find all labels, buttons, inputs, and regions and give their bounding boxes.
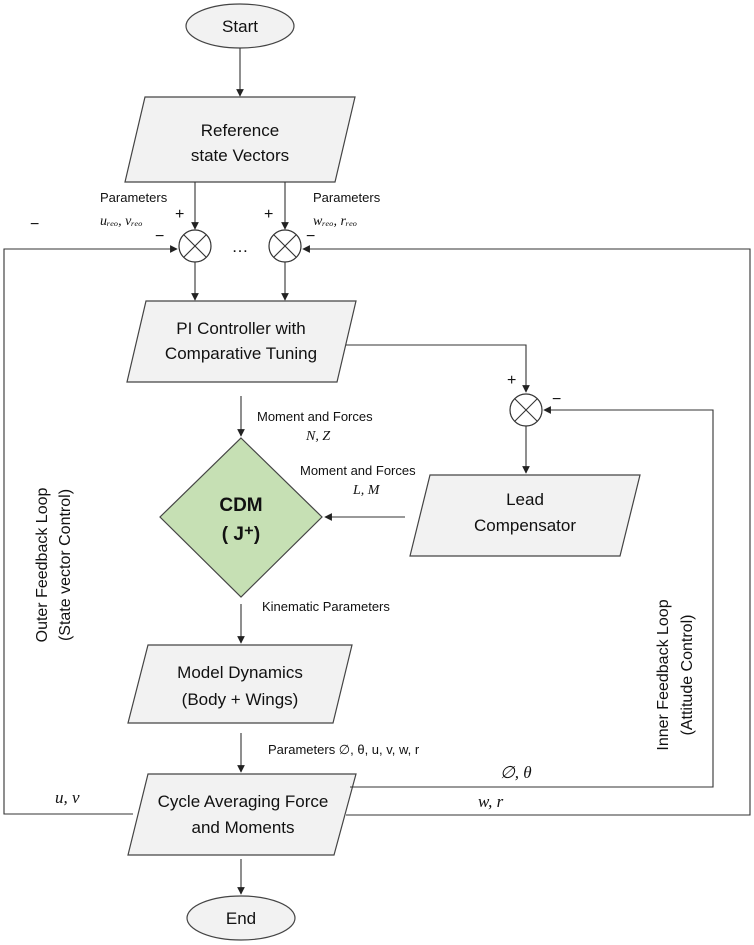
inner-loop-label-line2: (Attitude Control)	[679, 615, 696, 736]
junction-ellipsis: …	[232, 237, 249, 256]
model-label-line2: (Body + Wings)	[182, 690, 299, 709]
arrow-pi-to-inner-junction	[346, 344, 530, 393]
moment-forces-lm-vars: L, M	[352, 483, 381, 498]
right-feedback-loop-line	[302, 245, 751, 816]
cycle-averaging-node: Cycle Averaging Force and Moments	[127, 773, 357, 856]
inner-loop-label-line1: Inner Feedback Loop	[655, 599, 672, 750]
pi-controller-node: PI Controller with Comparative Tuning	[126, 300, 357, 383]
start-label: Start	[222, 17, 258, 36]
kinematic-parameters-label: Kinematic Parameters	[262, 599, 390, 614]
model-dynamics-node: Model Dynamics (Body + Wings)	[127, 644, 353, 724]
cdm-node: CDM ( J⁺)	[159, 437, 323, 598]
reference-state-vectors-node: Reference state Vectors	[124, 96, 356, 183]
params-left-label: Parameters	[100, 190, 168, 205]
moment-forces-nz-vars: N, Z	[305, 429, 330, 444]
summing-junction-left	[178, 229, 212, 263]
end-label: End	[226, 909, 256, 928]
inner-junction-plus-sign: +	[507, 372, 516, 389]
w-r-label: w, r	[478, 792, 504, 811]
lead-label-line1: Lead	[506, 490, 544, 509]
end-node: End	[186, 895, 296, 941]
outer-loop-minus-sign: −	[30, 216, 39, 233]
model-label-line1: Model Dynamics	[177, 663, 303, 682]
cdm-label-line1: CDM	[219, 495, 262, 516]
pi-label-line1: PI Controller with	[176, 319, 305, 338]
cdm-label-line2: ( J⁺)	[222, 524, 261, 545]
phi-theta-label: ∅, θ	[500, 763, 532, 782]
lead-label-line2: Compensator	[474, 516, 576, 535]
lead-compensator-node: Lead Compensator	[409, 474, 641, 557]
outer-feedback-loop-line	[3, 245, 178, 815]
u-v-label: u, v	[55, 788, 80, 807]
left-junction-minus-sign: −	[155, 228, 164, 245]
params-right-vars: wᵣₑₒ, rᵣₑₒ	[313, 214, 357, 229]
left-junction-plus-sign: +	[175, 206, 184, 223]
start-node: Start	[185, 3, 295, 49]
params-right-label: Parameters	[313, 190, 381, 205]
connectors	[3, 48, 751, 895]
inner-feedback-loop-line	[350, 406, 714, 788]
summing-junction-right	[268, 229, 302, 263]
outer-loop-label-line2: (State vector Control)	[57, 489, 74, 641]
cycle-label-line1: Cycle Averaging Force	[158, 792, 329, 811]
moment-forces-nz-label: Moment and Forces	[257, 409, 373, 424]
outer-loop-label-line1: Outer Feedback Loop	[34, 488, 51, 643]
params-bottom-label: Parameters ∅, θ, u, v, w, r	[268, 742, 420, 757]
params-left-vars: uᵣₑₒ, vᵣₑₒ	[100, 214, 142, 229]
reference-label-line2: state Vectors	[191, 146, 289, 165]
pi-label-line2: Comparative Tuning	[165, 344, 317, 363]
moment-forces-lm-label: Moment and Forces	[300, 463, 416, 478]
reference-label-line1: Reference	[201, 121, 279, 140]
right-junction-minus-sign: −	[306, 228, 315, 245]
inner-junction-minus-sign: −	[552, 391, 561, 408]
cycle-label-line2: and Moments	[192, 818, 295, 837]
summing-junction-inner	[509, 393, 543, 427]
right-junction-plus-sign: +	[264, 206, 273, 223]
